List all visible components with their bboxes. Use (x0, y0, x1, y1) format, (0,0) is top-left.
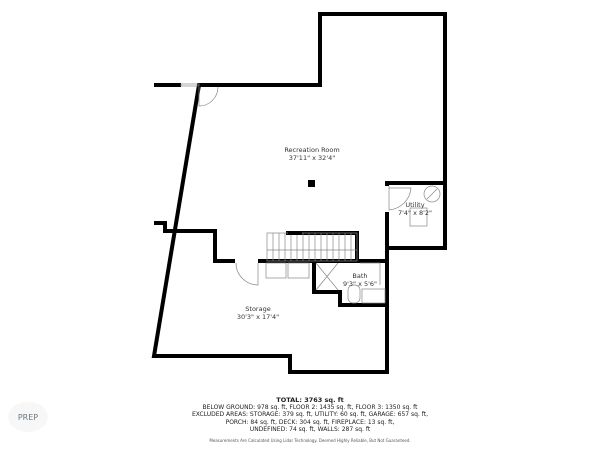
summary-line: BELOW GROUND: 978 sq. ft, FLOOR 2: 1435 … (202, 404, 418, 412)
stair-treads (267, 233, 357, 261)
disclaimer: Measurements Are Calculated Using Lidar … (209, 438, 411, 444)
room-dims: 37'11" x 32'4" (288, 154, 336, 162)
door-bath (360, 262, 381, 285)
window (180, 83, 200, 87)
summary-line: EXCLUDED AREAS: STORAGE: 379 sq. ft, UTI… (192, 411, 428, 419)
room-name: Storage (245, 305, 271, 313)
room-name: Recreation Room (284, 146, 340, 154)
logo-text: PREP (17, 412, 39, 422)
summary-line: PORCH: 84 sq. ft, DECK: 304 sq. ft, FIRE… (225, 418, 395, 426)
toilet (347, 284, 361, 304)
column (308, 180, 315, 187)
room-label-utility: Utility 7'4" x 8'2" (398, 201, 432, 217)
door-storage (235, 262, 259, 286)
room-label-bath: Bath 9'3" x 5'6" (343, 272, 377, 288)
door-utility (388, 186, 412, 211)
sink (361, 288, 386, 304)
stairs (266, 232, 358, 262)
shelf-2 (287, 262, 310, 279)
room-label-recreation: Recreation Room 37'11" x 32'4" (284, 146, 339, 162)
summary-line: UNDEFINED: 74 sq. ft, WALLS: 287 sq. ft (249, 425, 371, 433)
total-area: TOTAL: 3763 sq. ft (276, 396, 344, 404)
water-heater (423, 185, 441, 203)
room-dims: 9'3" x 5'6" (342, 280, 378, 288)
area-summary: TOTAL: 3763 sq. ft BELOW GROUND: 978 sq.… (192, 396, 428, 444)
shower-wall (312, 261, 387, 307)
room-dims: 7'4" x 8'2" (397, 209, 433, 217)
shelf-1 (265, 262, 287, 279)
room-label-storage: Storage 30'3" x 17'4" (237, 305, 279, 321)
room-name: Bath (352, 272, 368, 280)
interior-wall-storage (154, 221, 387, 263)
door-recreation (198, 86, 219, 107)
beam (288, 231, 302, 235)
utility-wall (385, 181, 445, 248)
shower (315, 262, 339, 291)
logo: PREP (8, 402, 48, 432)
room-name: Utility (405, 201, 425, 209)
exterior-wall (151, 12, 447, 374)
furnace (409, 207, 428, 227)
room-dims: 30'3" x 17'4" (236, 313, 280, 321)
